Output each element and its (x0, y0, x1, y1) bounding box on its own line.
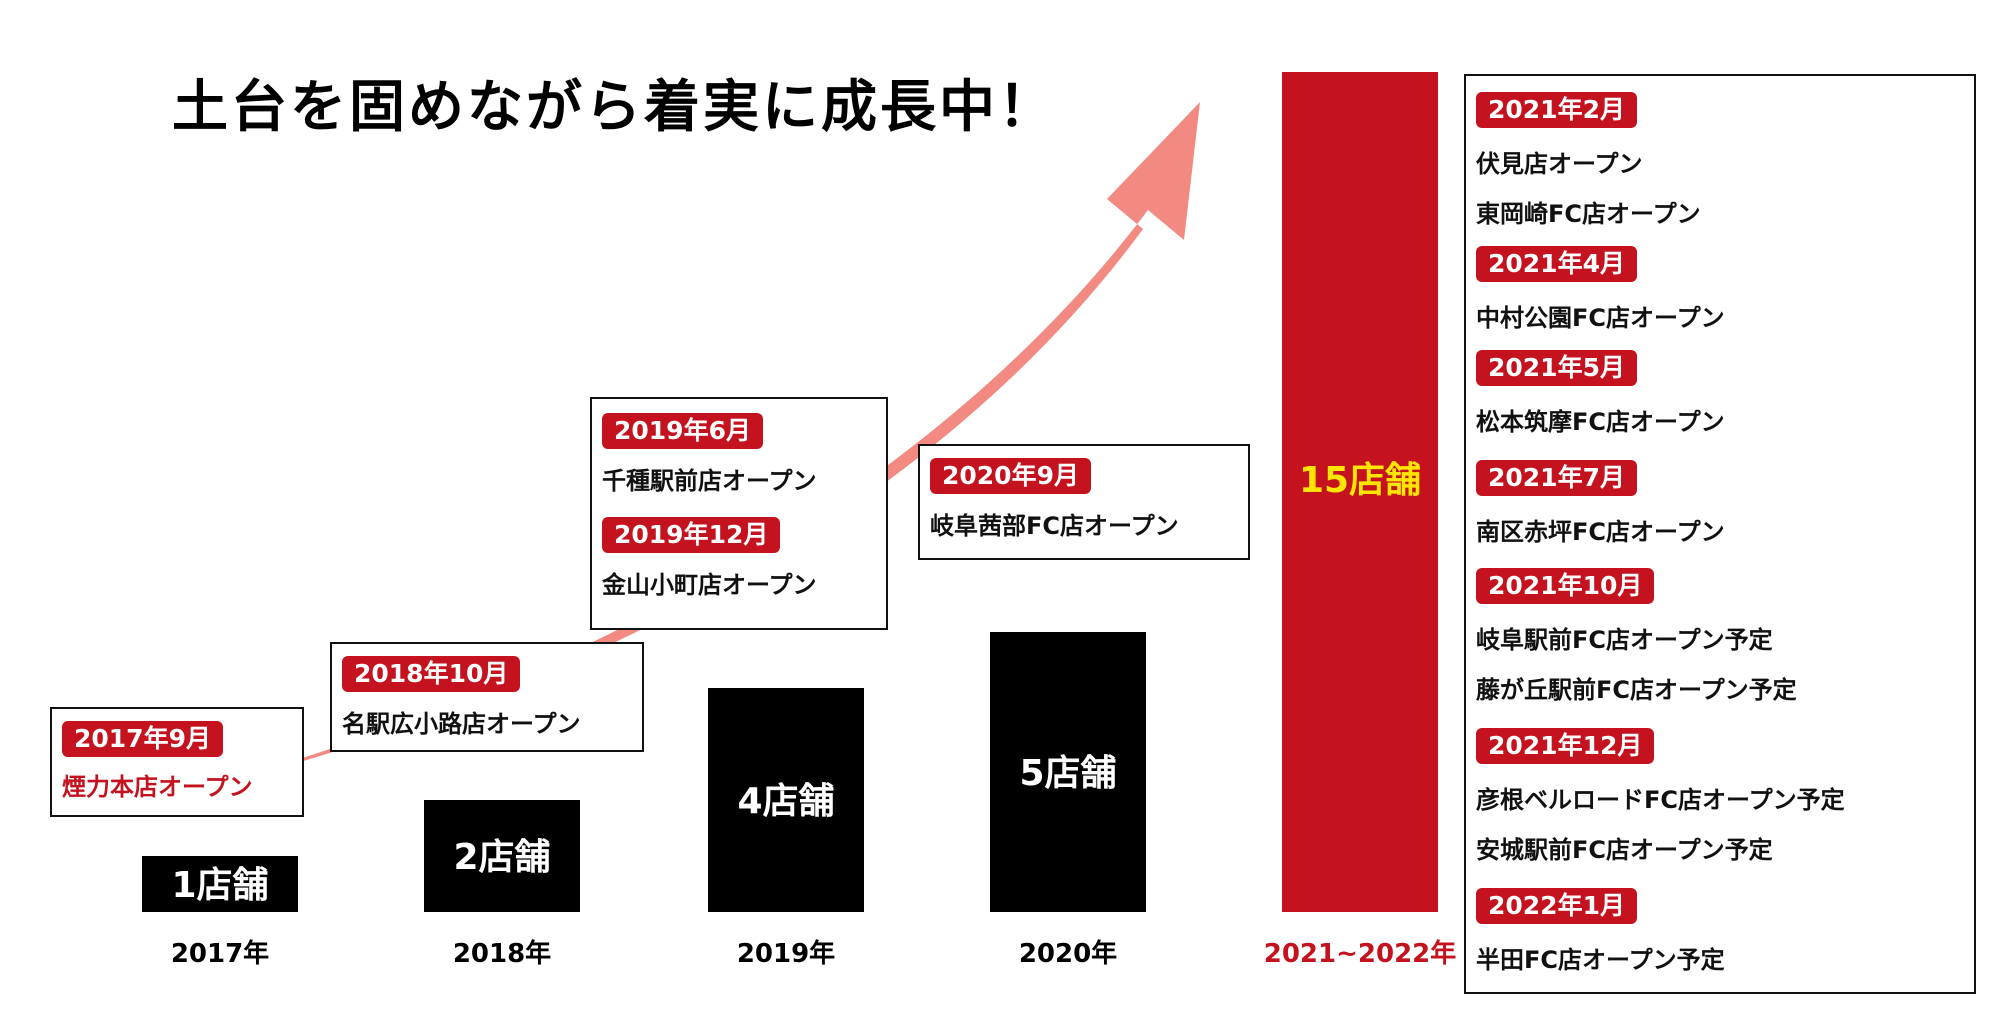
store-opening-text: 半田FC店オープン予定 (1476, 946, 1725, 974)
store-opening-text: 伏見店オープン (1476, 150, 1643, 178)
year-label-4: 2021~2022年 (1264, 938, 1457, 969)
headline: 土台を固めながら着実に成長中！ (172, 75, 1057, 140)
store-opening-text: 名駅広小路店オープン (342, 710, 581, 738)
date-tag: 2021年5月 (1476, 350, 1637, 386)
store-opening-text: 松本筑摩FC店オープン (1476, 408, 1725, 436)
year-label-1: 2018年 (453, 938, 551, 969)
store-opening-text: 彦根ベルロードFC店オープン予定 (1476, 786, 1845, 814)
date-tag: 2021年2月 (1476, 92, 1637, 128)
bar-value-label-3: 5店舗 (1019, 753, 1116, 794)
date-tag: 2022年1月 (1476, 888, 1637, 924)
store-opening-text: 南区赤坪FC店オープン (1476, 518, 1725, 546)
store-opening-text: 千種駅前店オープン (602, 467, 817, 495)
store-opening-text: 岐阜茜部FC店オープン (930, 512, 1179, 540)
date-tag: 2021年10月 (1476, 568, 1655, 604)
store-opening-text: 煙力本店オープン (62, 773, 253, 801)
bar-value-label-0: 1店舗 (171, 865, 268, 906)
bar-4 (1282, 72, 1438, 912)
date-tag: 2019年12月 (602, 517, 781, 553)
bar-0 (142, 856, 298, 912)
date-tag: 2020年9月 (930, 458, 1091, 494)
store-opening-text: 藤が丘駅前FC店オープン予定 (1476, 676, 1797, 704)
year-label-2: 2019年 (737, 938, 835, 969)
store-opening-text: 金山小町店オープン (602, 571, 817, 599)
date-tag: 2018年10月 (342, 656, 521, 692)
event-box-2019: 2019年6月千種駅前店オープン 2019年12月金山小町店オープン (590, 397, 888, 630)
bar-value-label-2: 4店舗 (737, 781, 834, 822)
date-tag: 2021年4月 (1476, 246, 1637, 282)
date-tag: 2019年6月 (602, 413, 763, 449)
bar-2 (708, 688, 864, 912)
bar-value-label-1: 2店舗 (453, 837, 550, 878)
event-box-2021-2022: 2021年2月伏見店オープン東岡崎FC店オープン 2021年4月中村公園FC店オー… (1464, 74, 1976, 994)
bar-1 (424, 800, 580, 912)
store-opening-text: 東岡崎FC店オープン (1476, 200, 1701, 228)
store-opening-text: 岐阜駅前FC店オープン予定 (1476, 626, 1773, 654)
year-label-0: 2017年 (171, 938, 269, 969)
date-tag: 2021年7月 (1476, 460, 1637, 496)
event-box-2017: 2017年9月煙力本店オープン (50, 707, 304, 817)
date-tag: 2021年12月 (1476, 728, 1655, 764)
store-opening-text: 中村公園FC店オープン (1476, 304, 1725, 332)
event-box-2018: 2018年10月名駅広小路店オープン (330, 642, 644, 752)
bar-value-label-4: 15店舗 (1299, 460, 1421, 501)
bar-3 (990, 632, 1146, 912)
event-box-2020: 2020年9月岐阜茜部FC店オープン (918, 444, 1250, 560)
store-opening-text: 安城駅前FC店オープン予定 (1476, 836, 1773, 864)
year-label-3: 2020年 (1019, 938, 1117, 969)
date-tag: 2017年9月 (62, 721, 223, 757)
